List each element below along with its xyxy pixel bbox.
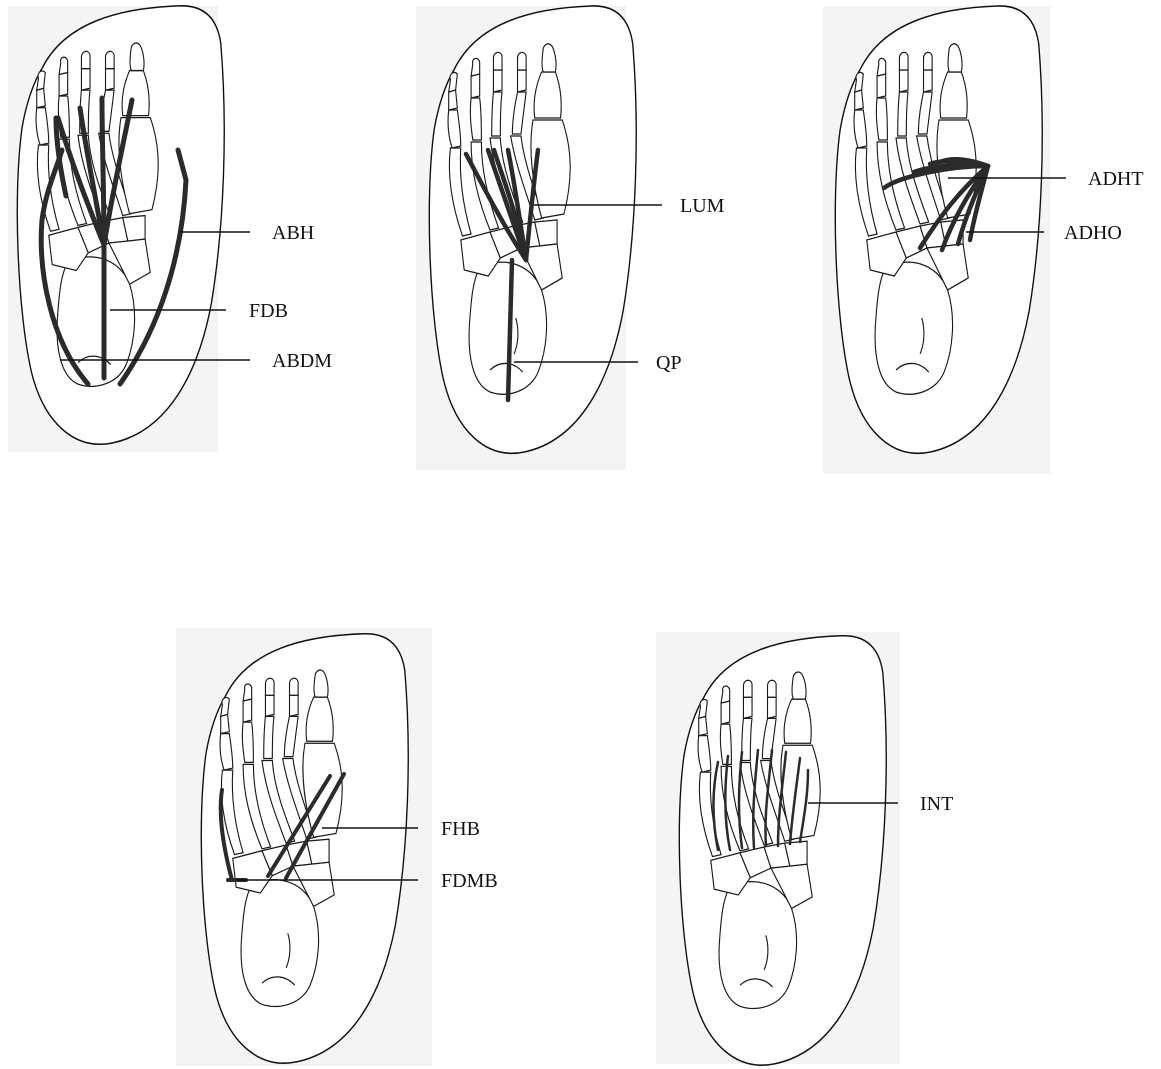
- panel-1: ABH FDB ABDM: [8, 6, 332, 452]
- label-fdb: FDB: [249, 300, 288, 322]
- label-int: INT: [920, 793, 953, 815]
- label-qp: QP: [656, 352, 682, 374]
- label-fdmb: FDMB: [441, 870, 498, 892]
- panel-4: FHB FDMB: [176, 628, 498, 1066]
- label-adht: ADHT: [1088, 168, 1144, 190]
- label-abdm: ABDM: [272, 350, 332, 372]
- panel-3: ADHT ADHO: [823, 6, 1144, 474]
- panel-5: INT: [656, 632, 953, 1065]
- label-fhb: FHB: [441, 818, 480, 840]
- label-lum: LUM: [680, 195, 725, 217]
- panel-2: LUM QP: [416, 6, 725, 470]
- label-adho: ADHO: [1064, 222, 1122, 244]
- label-abh: ABH: [272, 222, 314, 244]
